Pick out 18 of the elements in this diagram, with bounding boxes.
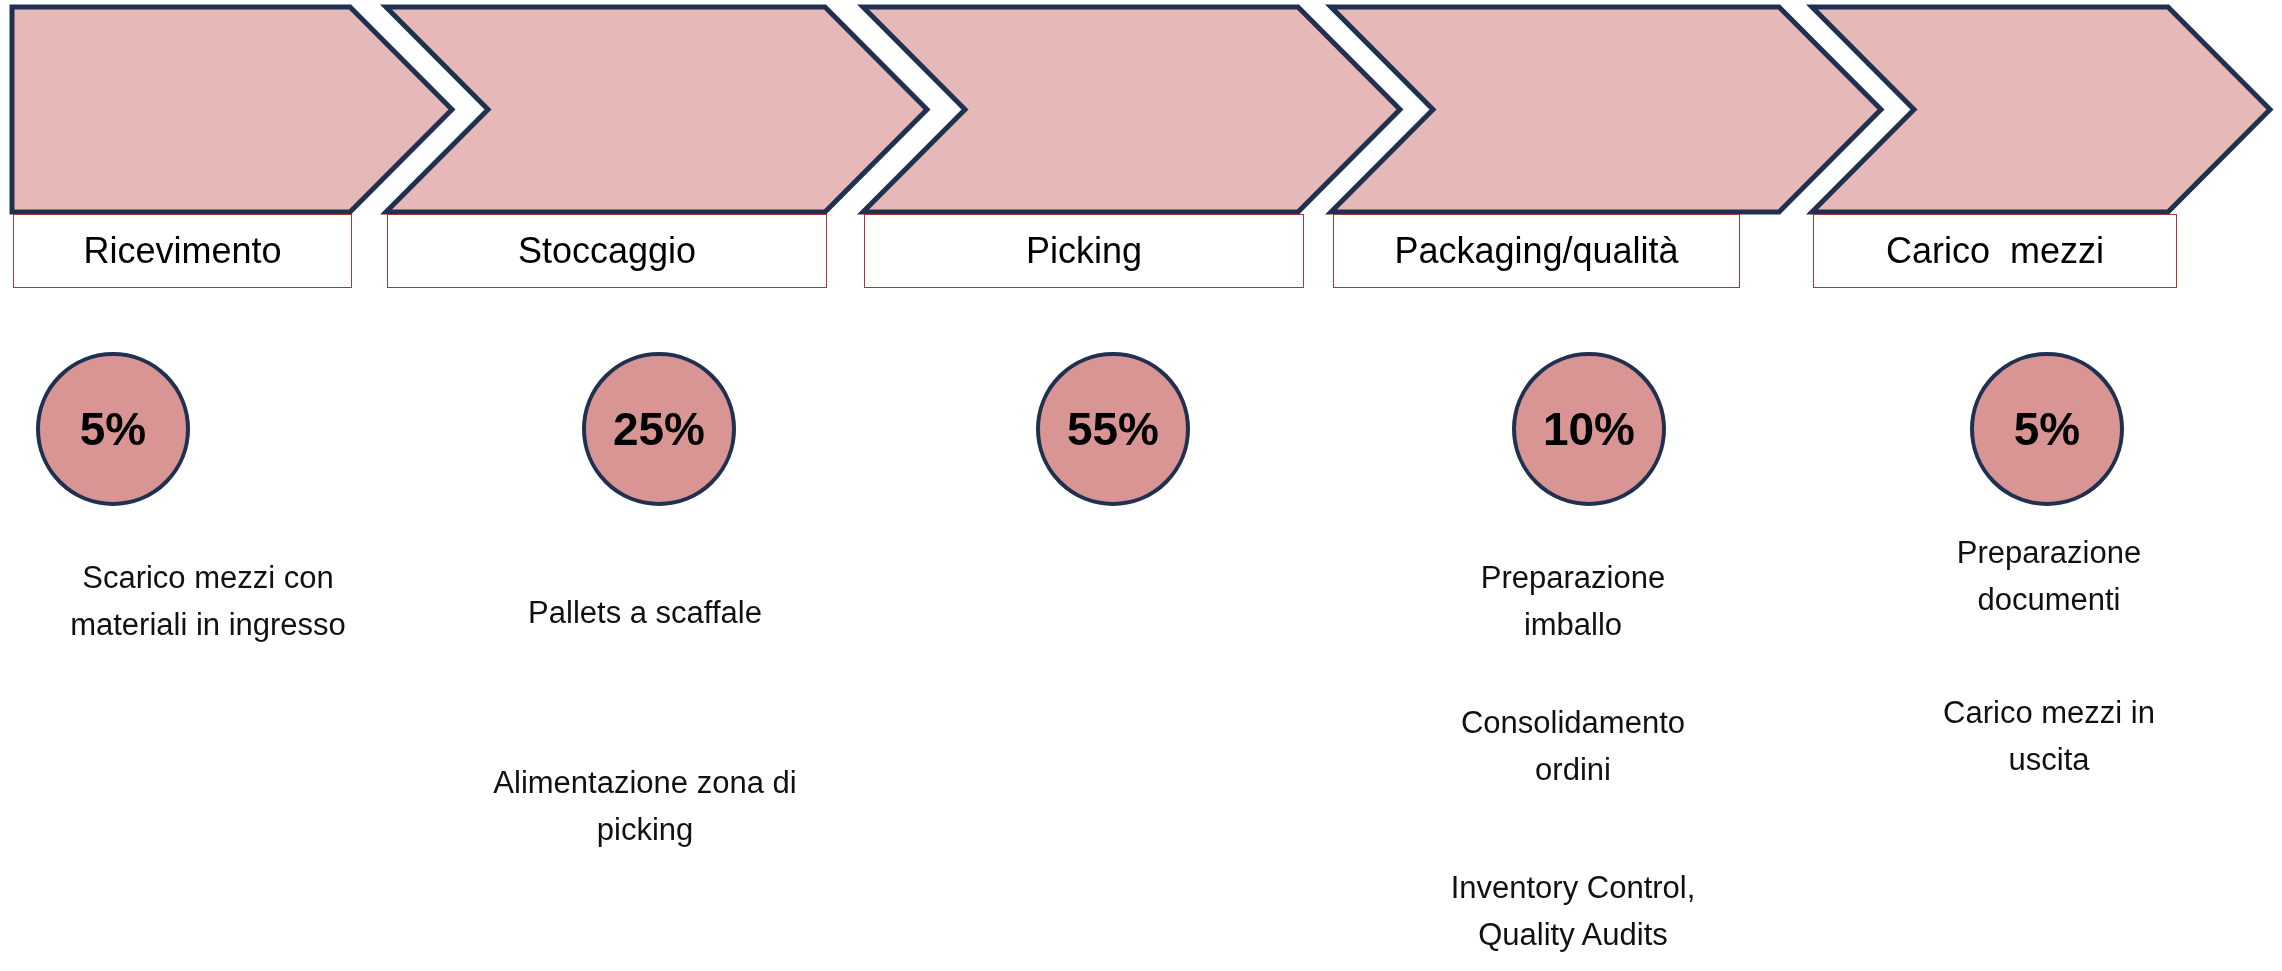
activity-text: Consolidamento ordini [1460,704,1686,789]
activity-text: Preparazione imballo [1479,559,1667,644]
percentage-circle: 5% [36,352,190,506]
step-label: Stoccaggio [387,214,827,288]
activity-text: Preparazione documenti [1955,534,2143,619]
step-label: Carico mezzi [1813,214,2177,288]
activity-text: Inventory Control, Quality Audits [1449,869,1697,954]
percentage-circle: 25% [582,352,736,506]
percentage-circle: 5% [1970,352,2124,506]
activity-text: Pallets a scaffale [527,594,763,632]
percentage-circle: 55% [1036,352,1190,506]
activity-text: Alimentazione zona di picking [492,764,798,849]
step-label: Ricevimento [13,214,352,288]
percentage-circle: 10% [1512,352,1666,506]
step-label: Picking [864,214,1304,288]
step-label: Packaging/qualità [1333,214,1740,288]
activity-text: Carico mezzi in uscita [1942,694,2156,779]
activity-text: Scarico mezzi con materiali in ingresso [69,559,347,644]
